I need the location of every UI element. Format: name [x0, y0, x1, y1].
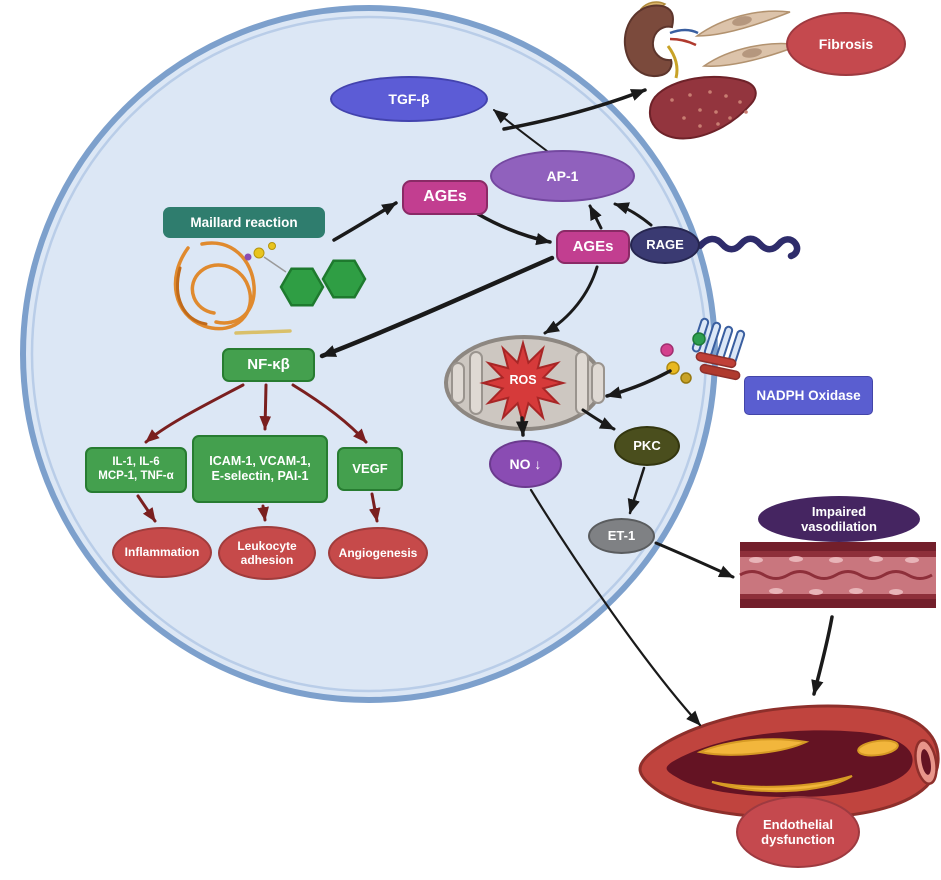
mitochondria-illustration — [444, 335, 605, 431]
arrow-et1-to-vessel — [654, 541, 735, 579]
rage-receptor-squiggle — [696, 235, 801, 260]
node-nadph-oxidase: NADPH Oxidase — [744, 376, 873, 415]
node-nf-kb: NF-κβ — [222, 348, 315, 382]
nfkb-output-arrows — [136, 383, 381, 523]
arrow-pkc-to-et1 — [627, 466, 646, 515]
node-angiogenesis: Angiogenesis — [328, 527, 428, 579]
node-pkc: PKC — [614, 426, 680, 466]
node-maillard-reaction: Maillard reaction — [163, 207, 325, 238]
node-et1: ET-1 — [588, 518, 655, 554]
node-adhesion-molecules: ICAM-1, VCAM-1, E-selectin, PAI-1 — [192, 435, 328, 503]
arrow-maillard-to-ages — [332, 201, 398, 242]
protein-glycation-illustration — [173, 241, 367, 335]
arrow-nadph-to-ros — [605, 369, 672, 399]
pathway-arrows — [319, 88, 834, 727]
node-rage: RAGE — [630, 226, 700, 264]
arrow-nfkb-to-adhesion — [259, 383, 272, 431]
node-fibrosis: Fibrosis — [786, 12, 906, 76]
atherosclerosis-vessel-illustration — [638, 704, 940, 820]
arrow-no-to-endothelium — [529, 488, 702, 727]
node-no-decrease: NO ↓ — [489, 440, 562, 488]
node-leukocyte-adhesion: Leukocyte adhesion — [218, 526, 316, 580]
arrow-ages-to-ages — [476, 212, 552, 246]
ros-starburst — [479, 339, 567, 427]
arrow-rage-to-ap1 — [613, 202, 653, 227]
sugar-hexagon — [279, 267, 325, 307]
arrow-nfkb-to-cytokines — [144, 383, 245, 444]
node-ages-membrane: AGEs — [556, 230, 630, 264]
arrow-nfkb-to-vegf — [291, 383, 368, 444]
node-inflammation: Inflammation — [112, 527, 212, 578]
node-endothelial-dysfunction: Endothelial dysfunction — [736, 796, 860, 868]
node-ap1: AP-1 — [490, 150, 635, 202]
glucose-dot — [253, 247, 265, 259]
arrow-ros-to-pkc — [581, 408, 616, 431]
node-cytokines: IL-1, IL-6 MCP-1, TNF-α — [85, 447, 187, 493]
arrow-adhesion-to-leukocyte — [257, 504, 269, 522]
plaque — [857, 739, 899, 757]
sugar-hexagon — [321, 259, 367, 299]
arrow-ros-to-no — [515, 416, 529, 437]
arrow-tgfb-to-organs — [502, 88, 647, 131]
node-ages-cytoplasm: AGEs — [402, 180, 488, 215]
liver-illustration — [648, 75, 757, 140]
arrow-ages-to-nfkb — [319, 255, 555, 359]
node-ros: ROS — [509, 373, 537, 387]
plaque — [696, 738, 810, 756]
kidney-illustration — [623, 1, 699, 79]
fibroblast-cells-illustration — [694, 10, 803, 67]
vasodilation-vessel-illustration — [739, 542, 936, 608]
arrow-vessel-to-vessel — [811, 615, 834, 696]
arrow-cytokines-to-inflammation — [136, 494, 157, 523]
arrow-ages-to-ap1 — [588, 204, 603, 230]
arrow-ages-to-mitochondria — [543, 265, 599, 335]
node-tgf-beta: TGF-β — [330, 76, 488, 122]
plaque — [711, 775, 853, 793]
arrow-ap1-to-tgfb — [493, 109, 548, 152]
node-vegf: VEGF — [337, 447, 403, 491]
arrow-vegf-to-angiogenesis — [368, 492, 381, 523]
node-impaired-vasodilation: Impaired vasodilation — [758, 496, 920, 542]
